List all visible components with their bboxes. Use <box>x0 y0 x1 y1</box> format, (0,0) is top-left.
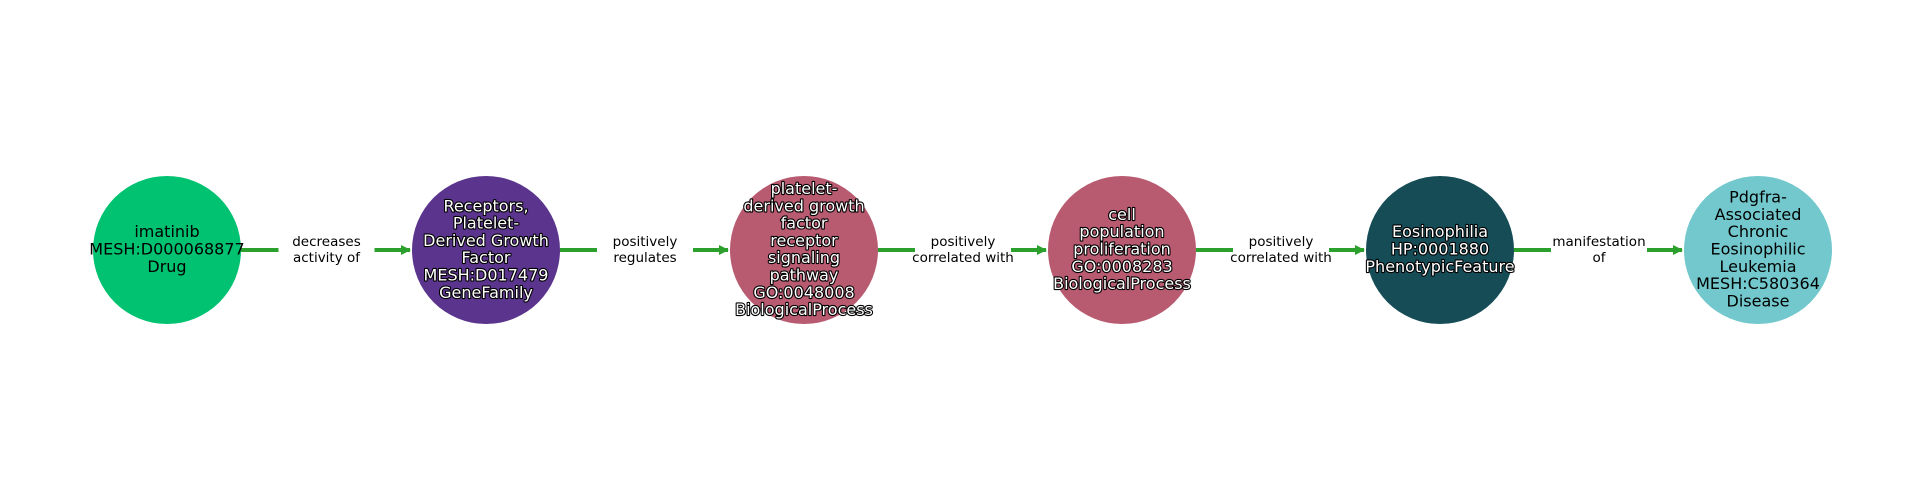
node-circle <box>1048 176 1196 324</box>
node-circle <box>1684 176 1832 324</box>
node-label-line: GO:0048008 <box>753 283 854 302</box>
node-cell-population-proliferation: cellpopulationproliferationGO:0008283Bio… <box>1048 176 1196 324</box>
edge-label-line: manifestation <box>1552 234 1645 250</box>
edge-label-line: correlated with <box>912 250 1014 266</box>
edge-label-line: regulates <box>613 250 676 266</box>
node-label-line: MESH:C580364 <box>1696 274 1820 293</box>
node-pdgfra-cel: Pdgfra-AssociatedChronicEosinophilicLeuk… <box>1684 176 1832 324</box>
edge-label-line: correlated with <box>1230 250 1332 266</box>
node-label-line: derived growth <box>743 196 864 215</box>
node-label-line: PhenotypicFeature <box>1365 257 1514 276</box>
node-label-line: Chronic <box>1728 222 1789 241</box>
node-label-line: imatinib <box>134 222 199 241</box>
node-circle <box>93 176 241 324</box>
node-label-line: Receptors, <box>443 196 528 215</box>
node-label-line: Pdgfra- <box>1729 188 1787 207</box>
node-label-line: proliferation <box>1073 240 1171 259</box>
node-label-line: Leukemia <box>1720 257 1797 276</box>
node-label-line: MESH:D017479 <box>424 265 549 284</box>
node-label-line: GeneFamily <box>439 283 533 302</box>
node-label-line: factor <box>781 214 828 233</box>
node-label-line: HP:0001880 <box>1391 240 1489 259</box>
node-label-line: platelet- <box>771 179 838 198</box>
node-pdgf-receptors: Receptors,Platelet-Derived GrowthFactorM… <box>412 176 560 324</box>
node-label-line: BiologicalProcess <box>1053 274 1191 293</box>
node-label-line: Platelet- <box>453 214 519 233</box>
node-label-line: Associated <box>1715 205 1802 224</box>
node-circle <box>412 176 560 324</box>
edge-label-line: of <box>1592 250 1606 266</box>
node-label-line: cell <box>1108 205 1136 224</box>
edge-label-line: positively <box>613 234 678 250</box>
node-label-line: BiologicalProcess <box>735 300 873 319</box>
edge-label-line: positively <box>931 234 996 250</box>
edge-label-line: decreases <box>292 234 361 250</box>
edge-label-line: positively <box>1249 234 1314 250</box>
node-label-line: Disease <box>1727 291 1790 310</box>
node-label-line: Eosinophilia <box>1392 222 1488 241</box>
node-label-line: Drug <box>147 257 186 276</box>
node-circle <box>1366 176 1514 324</box>
node-label-line: receptor <box>770 231 838 250</box>
edge-label-line: activity of <box>293 250 361 266</box>
node-label-line: pathway <box>770 265 839 284</box>
node-circle <box>730 176 878 324</box>
node-label-line: Eosinophilic <box>1710 240 1805 259</box>
node-label-line: signaling <box>768 248 840 267</box>
node-label-line: Factor <box>462 248 511 267</box>
node-label-line: Derived Growth <box>423 231 549 250</box>
node-label-line: population <box>1079 222 1164 241</box>
node-label-line: MESH:D000068877 <box>89 240 244 259</box>
node-label-line: GO:0008283 <box>1071 257 1172 276</box>
node-pdgf-receptor-signaling: platelet-derived growthfactorreceptorsig… <box>730 176 878 324</box>
